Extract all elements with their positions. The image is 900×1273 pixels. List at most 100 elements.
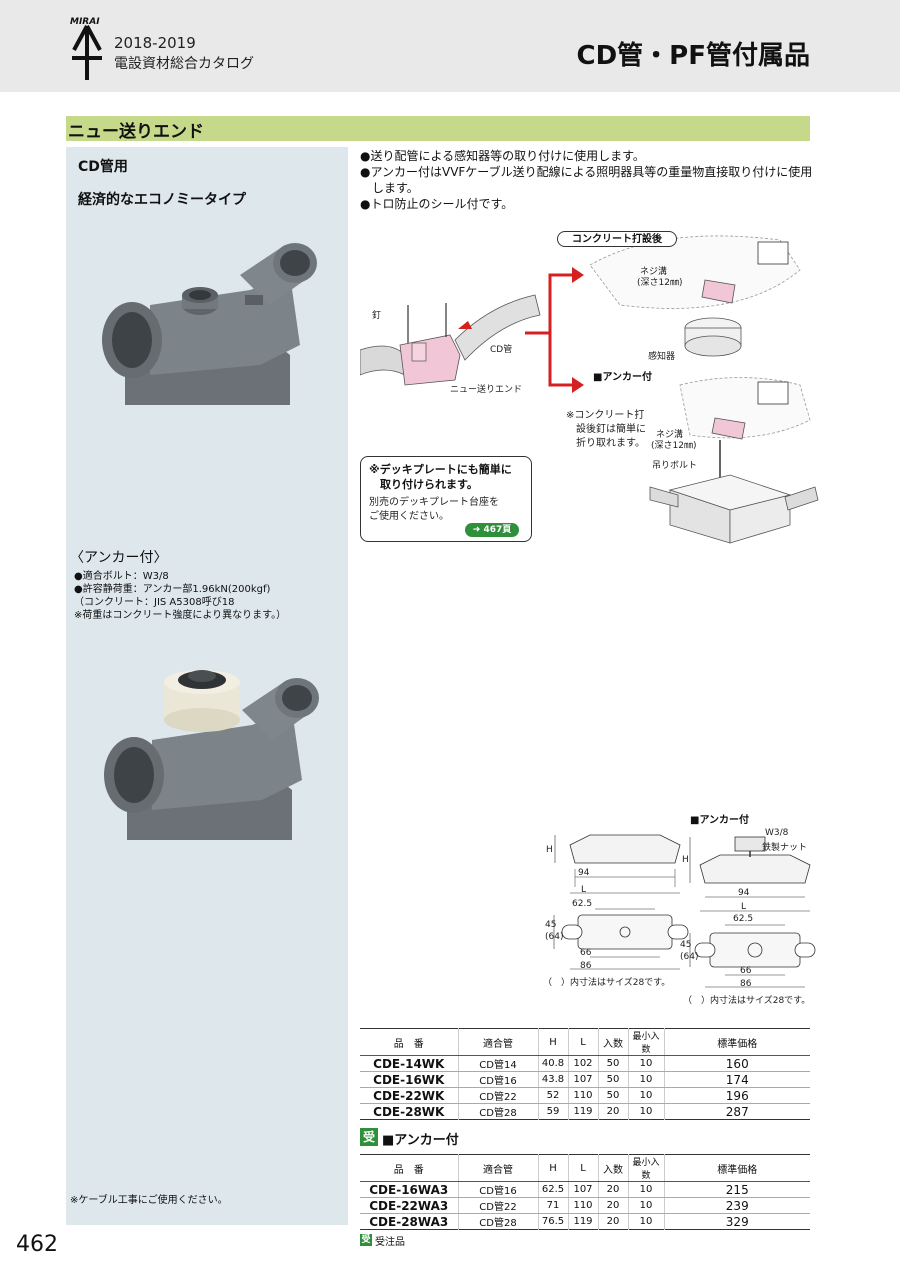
col-l: L (567, 1154, 598, 1182)
l-value: 119 (567, 1213, 598, 1230)
dim-94-right: 94 (738, 888, 750, 898)
col-price: 標準価格 (663, 1154, 810, 1182)
price: 160 (663, 1055, 810, 1072)
concrete-after-badge: コンクリート打設後 (557, 231, 677, 247)
h-value: 71 (537, 1197, 568, 1214)
qty: 20 (597, 1103, 628, 1120)
nail-label: 釘 (372, 311, 382, 321)
logo-text: MIRAI (70, 17, 100, 27)
min-qty: 10 (627, 1055, 664, 1072)
product-tagline: 経済的なエコノミータイプ (78, 192, 246, 208)
dimension-drawing (553, 834, 816, 988)
pipe: CD管22 (457, 1197, 538, 1214)
table-row: CDE-16WK CD管16 43.8 107 50 10 174 (360, 1071, 810, 1088)
nail-note-2: 設後釘は簡単に (566, 424, 646, 435)
price: 215 (663, 1181, 810, 1198)
part-no: CDE-22WK (360, 1087, 458, 1104)
made-to-order-badge: 受 (360, 1128, 378, 1146)
callout-line3: 別売のデッキプレート台座を (369, 497, 499, 508)
dim-l-left: L (581, 885, 587, 895)
callout-line4: ご使用ください。 (369, 511, 449, 522)
page-title: CD管・PF管付属品 (576, 41, 810, 71)
section-band (66, 116, 810, 141)
col-pipe: 適合管 (457, 1028, 538, 1056)
l-value: 107 (567, 1181, 598, 1198)
spec-table: 品 番 適合管 H L 入数 最小入数 標準価格 CDE-14WK CD管14 … (360, 1028, 810, 1120)
spec-load: ●許容静荷重：アンカー部1.96kN(200kgf) (74, 584, 271, 595)
qty: 20 (597, 1197, 628, 1214)
h-value: 52 (537, 1087, 568, 1104)
dim-86-right: 86 (740, 979, 752, 989)
col-part-no: 品 番 (360, 1154, 458, 1182)
made-to-order-legend-badge: 受 (360, 1234, 372, 1246)
mirai-logo (72, 25, 102, 80)
feature-list: ●送り配管による感知器等の取り付けに使用します。 ●アンカー付はVVFケーブル送… (360, 148, 820, 212)
catalog-name: 電設資材総合カタログ (114, 56, 254, 72)
page-header (0, 0, 900, 92)
part-no: CDE-22WA3 (360, 1197, 458, 1214)
h-value: 76.5 (537, 1213, 568, 1230)
dim-86-left: 86 (580, 961, 592, 971)
product-photo (102, 243, 317, 405)
callout-line2: 取り付けられます。 (369, 478, 478, 491)
dims-anchor-title: ■アンカー付 (690, 815, 750, 826)
spec-concrete: （コンクリート：JIS A5308呼び18 (74, 597, 235, 608)
product-photo-anchor (104, 670, 319, 840)
feature-item: ●トロ防止のシール付です。 (360, 197, 514, 211)
section-title: ニュー送りエンド (68, 122, 204, 142)
col-price: 標準価格 (663, 1028, 810, 1056)
screw-groove-label: ネジ溝 (640, 267, 668, 277)
pipe: CD管16 (457, 1181, 538, 1198)
price: 329 (663, 1213, 810, 1230)
min-qty: 10 (627, 1213, 664, 1230)
l-value: 110 (567, 1087, 598, 1104)
price: 174 (663, 1071, 810, 1088)
nut-label: 鉄製ナット (762, 843, 808, 853)
price: 239 (663, 1197, 810, 1214)
nail-note-1: ※コンクリート打 (566, 410, 645, 421)
h-value: 59 (537, 1103, 568, 1120)
l-value: 119 (567, 1103, 598, 1120)
part-no: CDE-16WK (360, 1071, 458, 1088)
installation-diagram (360, 235, 819, 544)
dim-66-left: 66 (580, 948, 592, 958)
anchor-spec-table: 品 番 適合管 H L 入数 最小入数 標準価格 CDE-16WA3 CD管16… (360, 1154, 810, 1230)
dim-45-right: 45 (680, 940, 692, 950)
cd-pipe-label: CD管 (490, 345, 513, 355)
dim-64-left: (64) (545, 932, 564, 942)
col-min-qty: 最小入数 (627, 1154, 664, 1182)
table-row: CDE-28WA3 CD管28 76.5 119 20 10 329 (360, 1213, 810, 1230)
dims-note-right: （ ）内寸法はサイズ28です。 (683, 996, 811, 1006)
page-number: 462 (16, 1232, 58, 1257)
col-qty: 入数 (597, 1154, 628, 1182)
pipe: CD管14 (457, 1055, 538, 1072)
page-ref-link[interactable]: ➜ 467頁 (465, 523, 519, 537)
dim-h-right: H (682, 855, 689, 865)
l-value: 102 (567, 1055, 598, 1072)
min-qty: 10 (627, 1181, 664, 1198)
h-value: 62.5 (537, 1181, 568, 1198)
dim-62-left: 62.5 (572, 899, 593, 909)
made-to-order-legend: 受注品 (375, 1237, 405, 1248)
dim-45-left: 45 (545, 920, 557, 930)
dims-note-left: （ ）内寸法はサイズ28です。 (543, 978, 671, 988)
col-qty: 入数 (597, 1028, 628, 1056)
dim-62-right: 62.5 (733, 914, 754, 924)
col-h: H (537, 1028, 568, 1056)
qty: 50 (597, 1055, 628, 1072)
anchor-table-title: ■アンカー付 (382, 1133, 459, 1148)
product-subtitle: CD管用 (78, 159, 128, 175)
screw-depth-label: (深さ12㎜) (637, 278, 683, 288)
dim-66-right: 66 (740, 966, 752, 976)
qty: 20 (597, 1213, 628, 1230)
min-qty: 10 (627, 1103, 664, 1120)
feature-item: ●送り配管による感知器等の取り付けに使用します。 (360, 149, 645, 163)
pipe: CD管28 (457, 1103, 538, 1120)
part-no: CDE-28WA3 (369, 1214, 449, 1229)
callout-line1: ※デッキプレートにも簡単に (369, 463, 512, 476)
cable-note: ※ケーブル工事にご使用ください。 (70, 1195, 228, 1206)
col-h: H (537, 1154, 568, 1182)
qty: 50 (597, 1087, 628, 1104)
spec-bolt: ●適合ボルト：W3/8 (74, 571, 169, 582)
pipe: CD管16 (457, 1071, 538, 1088)
